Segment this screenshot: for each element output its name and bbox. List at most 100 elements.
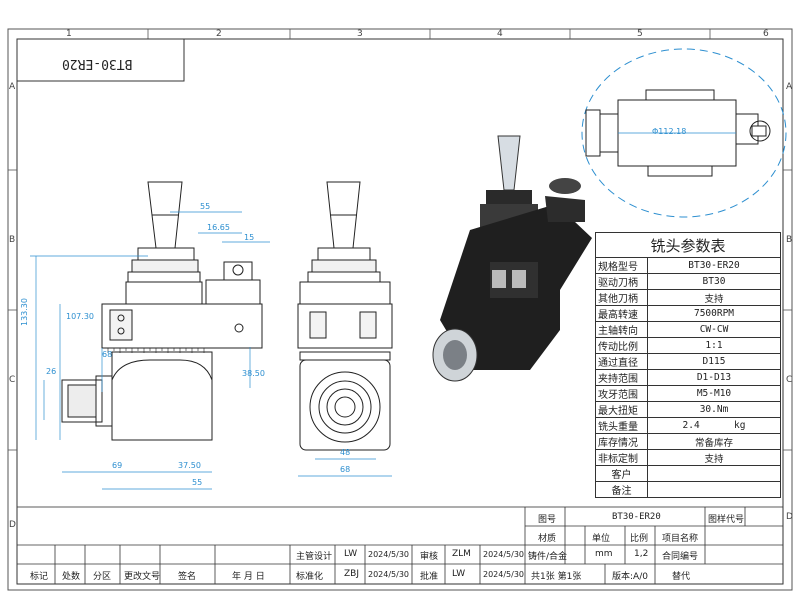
front-view	[61, 181, 263, 441]
param-key: 铣头重量	[595, 417, 648, 434]
grid-col-4: 4	[497, 29, 503, 39]
param-key: 客户	[595, 465, 648, 482]
param-key: 夹持范围	[595, 369, 648, 386]
param-key: 规格型号	[595, 257, 648, 274]
param-key: 库存情况	[595, 433, 648, 450]
parameter-table-title: 铣头参数表	[595, 232, 781, 258]
dim-68-left: 68	[102, 350, 113, 359]
dim-phi: Φ112.18	[652, 127, 687, 136]
grid-col-5: 5	[637, 29, 643, 39]
grid-row-b-right: B	[786, 235, 793, 245]
grid-col-2: 2	[216, 29, 222, 39]
param-value: 2.4 kg	[647, 417, 781, 434]
rev-header: 分区	[93, 572, 112, 582]
param-key: 传动比例	[595, 337, 648, 354]
tuhao-value: BT30-ER20	[612, 512, 661, 522]
param-value: 支持	[647, 449, 781, 466]
sign-date2: 2024/5/30	[483, 570, 525, 579]
grid-row-d-right: D	[786, 512, 793, 522]
param-key: 驱动刀柄	[595, 273, 648, 290]
replace-label: 替代	[672, 572, 691, 582]
param-row: 非标定制支持	[595, 449, 781, 466]
param-key: 非标定制	[595, 449, 648, 466]
param-row: 客户	[595, 465, 781, 482]
sign-name: ZBJ	[344, 569, 359, 579]
dim-55-bottom: 55	[192, 478, 203, 487]
param-row: 库存情况常备库存	[595, 433, 781, 450]
rev-header: 标记	[30, 572, 49, 582]
param-value: D1-D13	[647, 369, 781, 386]
param-value: 1:1	[647, 337, 781, 354]
dim-38-50: 38.50	[242, 369, 265, 378]
sign-name2: ZLM	[452, 549, 471, 559]
side-view	[297, 181, 393, 451]
param-value	[647, 465, 781, 482]
sign-role: 主管设计	[296, 552, 333, 562]
sign-role2: 批准	[420, 572, 439, 582]
rev-header: 签名	[178, 572, 197, 582]
rev-header: 更改文号	[124, 572, 161, 582]
param-value: M5-M10	[647, 385, 781, 402]
ratio-value: 1,2	[634, 549, 649, 559]
dim-69: 69	[112, 461, 123, 470]
param-value	[647, 481, 781, 498]
tuyang-label: 图样代号	[708, 515, 745, 525]
param-key: 其他刀柄	[595, 289, 648, 306]
param-row: 其他刀柄支持	[595, 289, 781, 306]
param-row: 备注	[595, 481, 781, 498]
rev-header: 年 月 日	[232, 572, 265, 582]
sign-role2: 审核	[420, 552, 439, 562]
sign-name2: LW	[452, 569, 466, 579]
param-value: BT30-ER20	[647, 257, 781, 274]
grid-col-1: 1	[66, 29, 72, 39]
sign-role: 标准化	[296, 572, 324, 582]
grid-row-a-right: A	[786, 82, 793, 92]
dim-26: 26	[46, 367, 57, 376]
grid-row-a: A	[9, 82, 16, 92]
dim-107-30: 107.30	[66, 312, 94, 321]
param-key: 通过直径	[595, 353, 648, 370]
dim-48: 48	[340, 448, 351, 457]
param-value: D115	[647, 353, 781, 370]
grid-row-c-right: C	[786, 375, 793, 385]
param-key: 攻牙范围	[595, 385, 648, 402]
param-value: 30.Nm	[647, 401, 781, 418]
side-dim-lines	[298, 458, 392, 477]
param-value: 常备库存	[647, 433, 781, 450]
grid-row-b: B	[9, 235, 16, 245]
grid-row-d: D	[9, 520, 16, 530]
grid-col-6: 6	[763, 29, 769, 39]
dim-16-65: 16.65	[207, 223, 230, 232]
project-label: 项目名称	[662, 534, 699, 544]
unit-label: 单位	[592, 534, 611, 544]
sign-date: 2024/5/30	[368, 570, 410, 579]
sheets-label: 共1张 第1张	[531, 572, 582, 582]
dim-15: 15	[244, 233, 255, 242]
ratio-label: 比例	[630, 534, 649, 544]
contract-label: 合同编号	[662, 552, 699, 562]
param-value: 支持	[647, 289, 781, 306]
sign-name: LW	[344, 549, 358, 559]
dim-37-50: 37.50	[178, 461, 201, 470]
grid-col-3: 3	[357, 29, 363, 39]
grid-row-c: C	[9, 375, 16, 385]
sign-date: 2024/5/30	[368, 550, 410, 559]
param-value: 7500RPM	[647, 305, 781, 322]
unit-value: mm	[595, 549, 613, 559]
tuhao-label: 图号	[538, 515, 557, 525]
rev-header: 处数	[62, 572, 81, 582]
param-value: BT30	[647, 273, 781, 290]
front-dim-lines	[30, 211, 270, 490]
material-label: 材质	[538, 534, 557, 544]
param-key: 主轴转向	[595, 321, 648, 338]
version-label: 版本:A/0	[612, 572, 648, 582]
